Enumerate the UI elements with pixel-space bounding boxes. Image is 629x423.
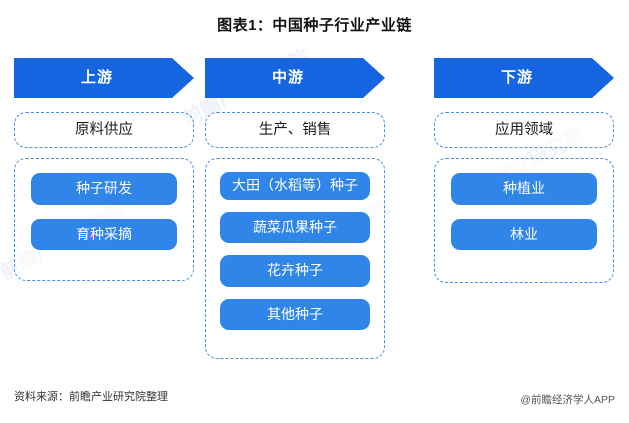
column-upstream: 上游 原料供应 种子研发 育种采摘 bbox=[14, 58, 194, 281]
banner-downstream: 下游 bbox=[434, 58, 614, 98]
group-downstream-items: 种植业 林业 bbox=[434, 158, 614, 283]
item-pill[interactable]: 大田（水稻等）种子 bbox=[220, 172, 370, 200]
header-upstream: 原料供应 bbox=[14, 112, 194, 148]
header-downstream: 应用领域 bbox=[434, 112, 614, 148]
chart-title: 图表1：中国种子行业产业链 bbox=[217, 17, 412, 34]
group-midstream-items: 大田（水稻等）种子 蔬菜瓜果种子 花卉种子 其他种子 bbox=[205, 158, 385, 359]
item-pill[interactable]: 蔬菜瓜果种子 bbox=[220, 211, 370, 243]
banner-midstream: 中游 bbox=[205, 58, 385, 98]
item-pill[interactable]: 育种采摘 bbox=[31, 218, 177, 250]
group-upstream-items: 种子研发 育种采摘 bbox=[14, 158, 194, 281]
header-midstream: 生产、销售 bbox=[205, 112, 385, 148]
source-note: 资料来源：前瞻产业研究院整理 bbox=[14, 391, 168, 403]
item-pill[interactable]: 花卉种子 bbox=[220, 255, 370, 287]
item-pill[interactable]: 种子研发 bbox=[31, 173, 177, 205]
column-midstream: 中游 生产、销售 大田（水稻等）种子 蔬菜瓜果种子 花卉种子 其他种子 bbox=[205, 58, 385, 359]
item-pill[interactable]: 林业 bbox=[451, 218, 597, 250]
item-pill[interactable]: 种植业 bbox=[451, 173, 597, 205]
column-downstream: 下游 应用领域 种植业 林业 bbox=[434, 58, 614, 283]
attribution-note: @前瞻经济学人APP bbox=[520, 394, 615, 406]
banner-upstream: 上游 bbox=[14, 58, 194, 98]
item-pill[interactable]: 其他种子 bbox=[220, 298, 370, 330]
